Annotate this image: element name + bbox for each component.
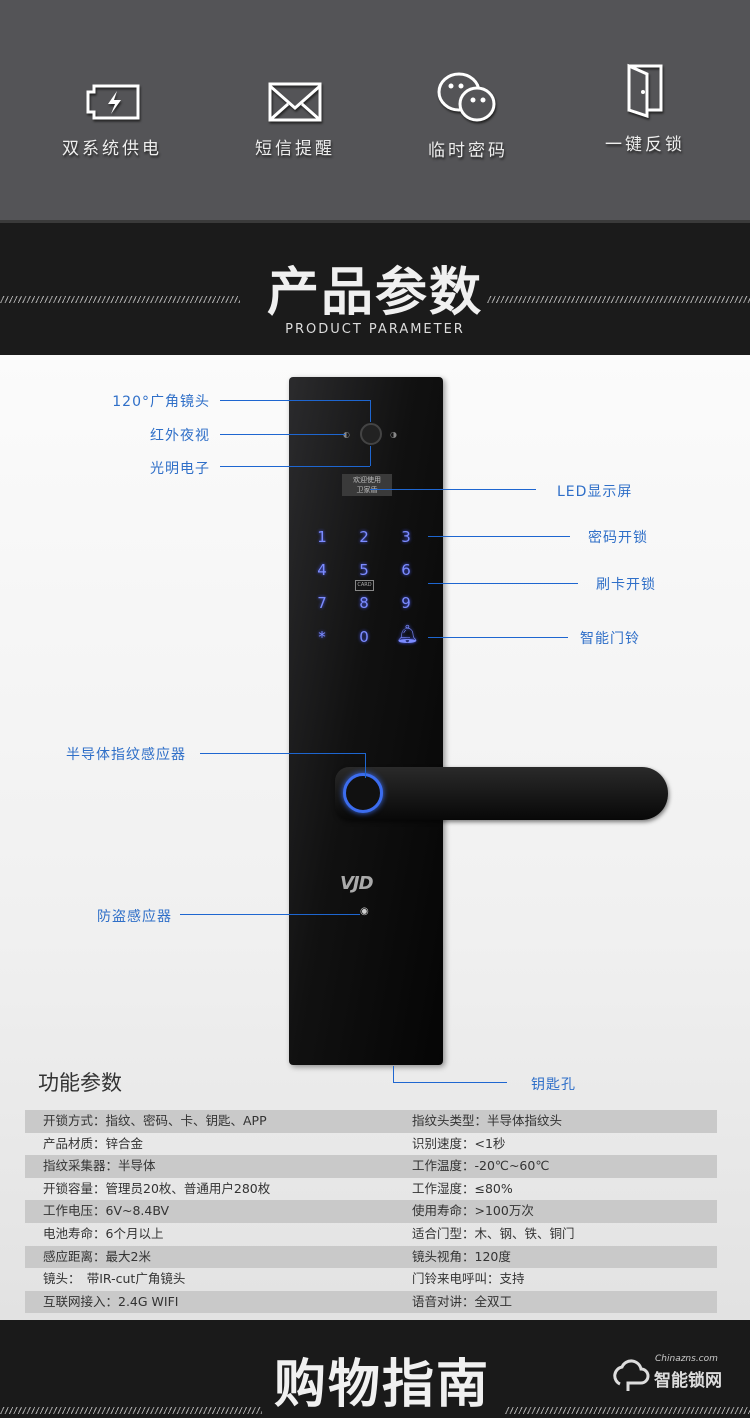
spec-row: 电池寿命：6个月以上 适合门型：木、钢、铁、铜门	[25, 1223, 717, 1246]
key-9[interactable]: 9	[401, 594, 411, 612]
callout-antitheft: 防盗感应器	[97, 909, 172, 925]
spec-left: 工作电压：6V~8.4BV	[43, 1203, 170, 1219]
spec-row: 感应距离：最大2米 镜头视角：120度	[25, 1245, 717, 1269]
spec-row: 指纹采集器：半导体 工作温度：-20℃~60℃	[25, 1155, 717, 1178]
spec-right: 指纹头类型：半导体指纹头	[412, 1113, 563, 1128]
spec-row: 产品材质：锌合金 识别速度：<1秒	[25, 1133, 717, 1156]
callout-line	[200, 753, 365, 754]
cloud-logo-icon	[610, 1354, 650, 1391]
chat-bubbles-icon	[437, 72, 496, 122]
doorbell-icon[interactable]: 🔔︎	[396, 624, 419, 645]
callout-password: 密码开锁	[588, 530, 648, 546]
callout-line	[393, 1066, 394, 1082]
callout-line	[370, 489, 536, 490]
section-subtitle: PRODUCT PARAMETER	[285, 322, 465, 337]
hatch-divider	[505, 1407, 750, 1414]
spec-right: 镜头视角：120度	[412, 1248, 511, 1264]
camera-lens	[360, 423, 382, 445]
callout-line	[220, 434, 345, 435]
callout-line	[428, 536, 570, 537]
spec-row: 互联网接入：2.4G WIFI 语音对讲：全双工	[25, 1290, 717, 1314]
callout-line	[180, 914, 360, 915]
section-footer-shopping-guide: 购物指南 Chinazns.com 智能锁网	[0, 1320, 750, 1418]
key-1[interactable]: 1	[317, 528, 327, 546]
feature-one-key-lock: 一键反锁	[565, 62, 725, 155]
callout-line	[220, 400, 370, 401]
callout-led: LED显示屏	[557, 484, 633, 500]
antitheft-sensor-icon: ◉	[360, 906, 369, 917]
logo-domain: Chinazns.com	[655, 1354, 718, 1364]
feature-dual-power: 双系统供电	[32, 82, 192, 159]
hatch-divider	[0, 1407, 262, 1414]
key-4[interactable]: 4	[317, 561, 327, 579]
spec-right: 工作湿度：≤80%	[412, 1180, 513, 1196]
spec-right: 识别速度：<1秒	[412, 1135, 506, 1151]
feature-temp-password: 临时密码	[388, 72, 548, 161]
ir-sensor-icon: ◐	[343, 430, 350, 439]
spec-right: 工作温度：-20℃~60℃	[412, 1158, 550, 1174]
card-reader-icon: CARD	[355, 580, 374, 591]
callout-fingerprint: 半导体指纹感应器	[66, 747, 186, 763]
spec-left: 感应距离：最大2米	[43, 1248, 151, 1264]
footer-title: 购物指南	[273, 1355, 490, 1415]
callout-line	[370, 446, 371, 466]
callout-doorbell: 智能门铃	[580, 631, 640, 647]
spec-left: 开锁容量：管理员20枚、普通用户280枚	[43, 1180, 271, 1196]
door-icon	[627, 63, 663, 118]
specs-title: 功能参数	[38, 1071, 122, 1095]
callout-line	[428, 583, 578, 584]
callout-camera: 120°广角镜头	[112, 394, 210, 410]
callout-line	[428, 637, 568, 638]
spec-right: 门铃来电呼叫：支持	[412, 1271, 525, 1287]
callout-keyhole: 钥匙孔	[531, 1077, 576, 1093]
battery-charging-icon	[86, 84, 140, 120]
callout-line	[370, 400, 371, 422]
section-title: 产品参数	[266, 263, 483, 323]
hatch-divider	[487, 296, 750, 303]
fingerprint-sensor	[343, 773, 383, 813]
spec-right: 适合门型：木、钢、铁、铜门	[412, 1226, 575, 1241]
logo-text: 智能锁网	[654, 1371, 722, 1391]
callout-line	[365, 753, 366, 778]
brand-logo: VJD	[340, 873, 374, 894]
led-display: 欢迎使用卫家盾	[342, 474, 392, 496]
callout-ir: 红外夜视	[150, 428, 210, 444]
key-0[interactable]: 0	[359, 628, 369, 646]
callout-line	[393, 1082, 507, 1083]
spec-left: 产品材质：锌合金	[43, 1135, 144, 1151]
callout-light: 光明电子	[150, 461, 210, 477]
spec-left: 互联网接入：2.4G WIFI	[43, 1293, 179, 1309]
key-star[interactable]: *	[318, 628, 326, 646]
spec-row: 开锁方式：指纹、密码、卡、钥匙、APP 指纹头类型：半导体指纹头	[25, 1110, 717, 1133]
key-2[interactable]: 2	[359, 528, 369, 546]
spec-row: 开锁容量：管理员20枚、普通用户280枚 工作湿度：≤80%	[25, 1178, 717, 1201]
light-sensor-icon: ◑	[390, 430, 397, 439]
spec-left: 开锁方式：指纹、密码、卡、钥匙、APP	[43, 1113, 267, 1128]
spec-right: 语音对讲：全双工	[412, 1293, 513, 1309]
spec-left: 镜头： 带IR-cut广角镜头	[43, 1271, 186, 1287]
hatch-divider	[0, 296, 240, 303]
key-5[interactable]: 5	[359, 561, 369, 579]
spec-row: 工作电压：6V~8.4BV 使用寿命：>100万次	[25, 1200, 717, 1223]
section-header-parameters: 产品参数 PRODUCT PARAMETER	[0, 220, 750, 355]
feature-sms: 短信提醒	[215, 82, 375, 159]
key-3[interactable]: 3	[401, 528, 411, 546]
feature-strip: 双系统供电 短信提醒 临时密码 一键反锁	[0, 0, 750, 220]
key-7[interactable]: 7	[317, 594, 327, 612]
callout-line	[220, 466, 370, 467]
spec-left: 电池寿命：6个月以上	[43, 1226, 164, 1241]
spec-left: 指纹采集器：半导体	[43, 1158, 156, 1174]
key-6[interactable]: 6	[401, 561, 411, 579]
envelope-icon	[268, 82, 322, 122]
lock-handle[interactable]	[335, 767, 668, 820]
spec-right: 使用寿命：>100万次	[412, 1203, 534, 1219]
spec-row: 镜头： 带IR-cut广角镜头 门铃来电呼叫：支持	[25, 1268, 717, 1291]
key-8[interactable]: 8	[359, 594, 369, 612]
callout-card: 刷卡开锁	[596, 577, 656, 593]
